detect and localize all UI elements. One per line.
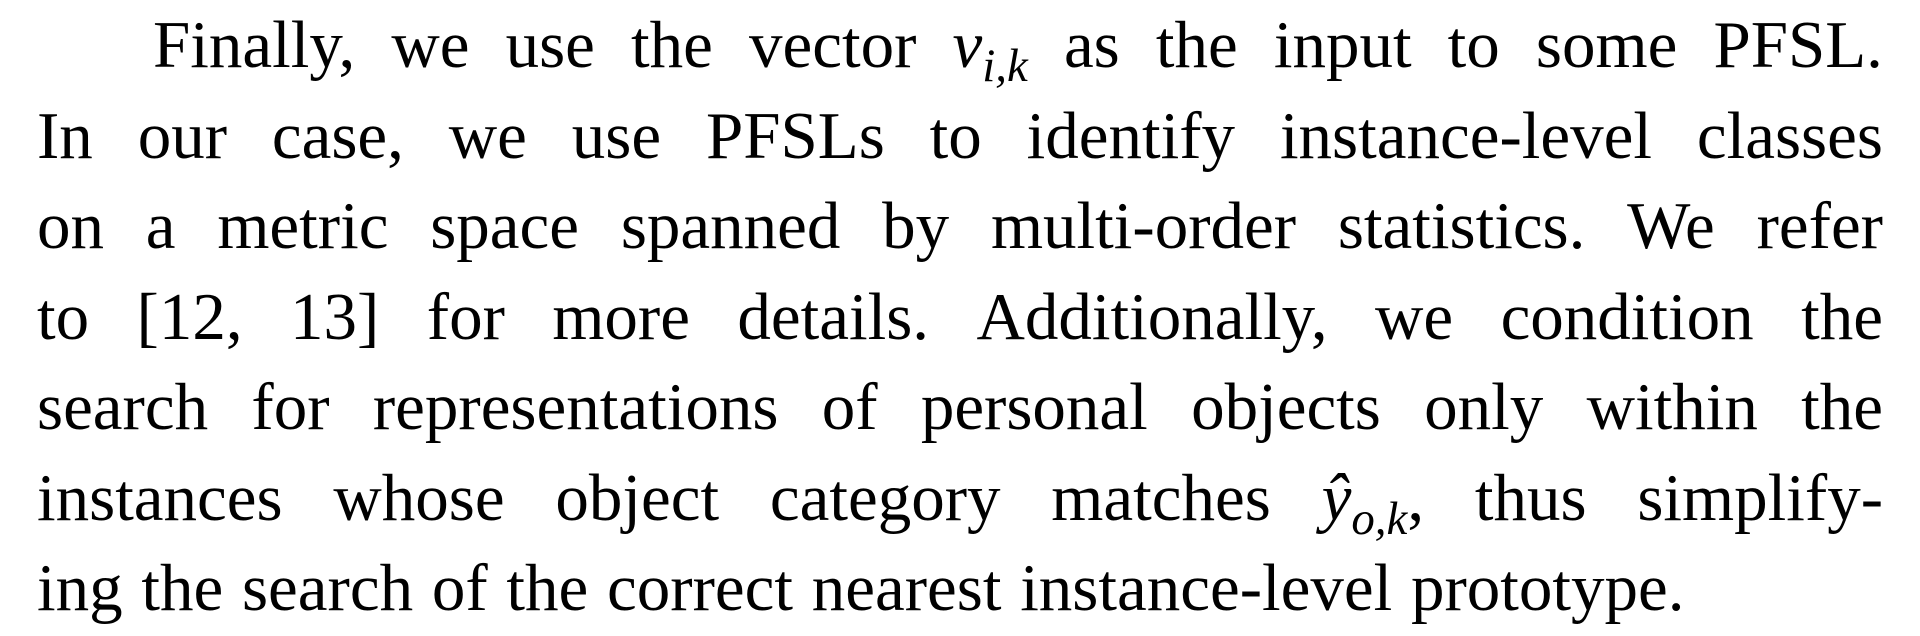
word: for bbox=[251, 370, 330, 444]
word: instance-level bbox=[1279, 98, 1652, 173]
word: by bbox=[882, 189, 950, 263]
word: the bbox=[141, 551, 224, 625]
word: case, bbox=[271, 98, 404, 173]
word: use bbox=[505, 8, 595, 82]
word: thus bbox=[1474, 460, 1587, 535]
word: the bbox=[1801, 279, 1883, 354]
word: matches bbox=[1051, 460, 1271, 535]
word: representations bbox=[372, 370, 779, 444]
word: nearest bbox=[811, 551, 1002, 625]
word: as bbox=[1063, 8, 1120, 82]
word: search bbox=[37, 370, 209, 444]
word: correct bbox=[607, 551, 793, 625]
inline-math: ŷo,k, bbox=[1321, 460, 1425, 545]
word: PFSL. bbox=[1713, 8, 1883, 82]
word: we bbox=[1375, 279, 1454, 354]
word: metric bbox=[217, 189, 389, 263]
word: for bbox=[426, 279, 505, 354]
word: to bbox=[929, 98, 982, 173]
word: instances bbox=[37, 460, 283, 535]
word: search bbox=[241, 551, 414, 625]
word: condition bbox=[1500, 279, 1754, 354]
word: whose bbox=[333, 460, 505, 535]
word: use bbox=[571, 98, 662, 173]
word: refer bbox=[1756, 189, 1883, 263]
word: on bbox=[37, 189, 104, 263]
word: we bbox=[391, 8, 470, 82]
word: PFSLs bbox=[705, 98, 885, 173]
word: details. bbox=[737, 279, 930, 354]
word: In bbox=[37, 98, 93, 173]
paragraph-line: instances whose object category matches ŷo,k,… bbox=[37, 453, 1883, 544]
word: we bbox=[448, 98, 527, 173]
word: to bbox=[37, 279, 90, 354]
word: Finally, bbox=[153, 8, 356, 82]
word: [12, bbox=[136, 279, 243, 354]
word: vector bbox=[748, 8, 917, 82]
word: multi-order bbox=[990, 189, 1297, 263]
word: classes bbox=[1696, 98, 1883, 173]
word: 13] bbox=[290, 279, 380, 354]
word: our bbox=[137, 98, 227, 173]
word: to bbox=[1447, 8, 1500, 82]
word: ing bbox=[37, 551, 123, 625]
word: prototype. bbox=[1410, 551, 1685, 625]
word: the bbox=[631, 8, 713, 82]
word: objects bbox=[1191, 370, 1381, 444]
word: category bbox=[769, 460, 1001, 535]
word: the bbox=[506, 551, 589, 625]
word: only bbox=[1424, 370, 1544, 444]
word: of bbox=[431, 551, 488, 625]
word: simplify- bbox=[1637, 460, 1883, 535]
word: input bbox=[1273, 8, 1412, 82]
word: the bbox=[1801, 370, 1883, 444]
word: the bbox=[1155, 8, 1238, 82]
word: space bbox=[430, 189, 580, 263]
word: Additionally, bbox=[976, 279, 1328, 354]
word: spanned bbox=[620, 189, 841, 263]
word: within bbox=[1586, 370, 1758, 444]
word: some bbox=[1535, 8, 1678, 82]
word: of bbox=[821, 370, 878, 444]
word: more bbox=[552, 279, 690, 354]
word: a bbox=[145, 189, 176, 263]
word: object bbox=[555, 460, 720, 535]
paragraph-line: search for representations of personal object… bbox=[37, 362, 1883, 453]
word: instance-level bbox=[1020, 551, 1393, 625]
word: We bbox=[1627, 189, 1715, 263]
word: identify bbox=[1026, 98, 1236, 173]
word: statistics. bbox=[1337, 189, 1586, 263]
inline-math: vi,k bbox=[952, 8, 1028, 93]
word: personal bbox=[920, 370, 1148, 444]
